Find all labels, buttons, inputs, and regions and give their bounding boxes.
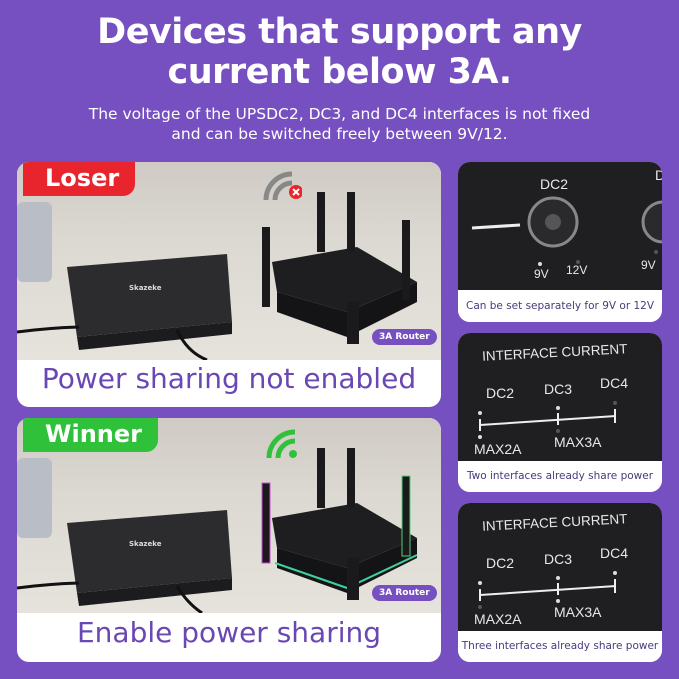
comparison-panel-winner: Skazeke Winner 3A Router Enable power sh…: [17, 418, 441, 662]
winner-badge: Winner: [23, 418, 158, 452]
subtitle-line-1: The voltage of the UPSDC2, DC3, and DC4 …: [88, 105, 591, 123]
ups-and-router-illustration: Skazeke: [17, 192, 417, 360]
port-label-dc2: DC2: [486, 555, 515, 571]
subtitle-line-2: and can be switched freely between 9V/12…: [171, 125, 508, 143]
port-label-dc2: DC2: [486, 385, 515, 401]
interface-current-panel-two: INTERFACE CURRENT DC2 DC3 DC4 MAX2A MAX3…: [458, 333, 662, 492]
panel-caption: Power sharing not enabled: [41, 362, 417, 395]
interface-current-closeup: INTERFACE CURRENT DC2 DC3 DC4 MAX2A MAX3…: [458, 333, 662, 461]
product-scene: Skazeke: [17, 418, 441, 613]
limit-label-max3a: MAX3A: [554, 434, 602, 450]
wifi-disconnected-icon: [262, 170, 302, 204]
limit-label-max3a: MAX3A: [554, 604, 602, 620]
port-label-dc4: DC4: [600, 375, 629, 391]
voltage-detail-panel: DC2 D 9V 12V 9V Can be set separately fo…: [458, 162, 662, 322]
port-label-partial: D: [655, 167, 662, 183]
ups-and-router-illustration: Skazeke: [17, 448, 418, 613]
port-label-dc4: DC4: [600, 545, 629, 561]
label-9v-right: 9V: [641, 258, 656, 272]
panel-caption: Three interfaces already share power: [458, 631, 662, 662]
interface-current-panel-three: INTERFACE CURRENT DC2 DC3 DC4 MAX2A MAX3…: [458, 503, 662, 662]
limit-label-max2a: MAX2A: [474, 441, 522, 457]
port-label-dc3: DC3: [544, 551, 573, 567]
panel-caption: Enable power sharing: [76, 616, 382, 649]
panel-caption: Can be set separately for 9V or 12V: [458, 290, 662, 322]
svg-text:Skazeke: Skazeke: [129, 284, 162, 292]
limit-label-max2a: MAX2A: [474, 611, 522, 627]
loser-badge: Loser: [23, 162, 136, 196]
label-12v: 12V: [566, 263, 588, 277]
dc-port-closeup: DC2 D 9V 12V 9V: [458, 162, 662, 290]
interface-current-closeup: INTERFACE CURRENT DC2 DC3 DC4 MAX2A MAX3…: [458, 503, 662, 631]
headline-line-2: current below 3A.: [167, 52, 513, 92]
panel-caption: Two interfaces already share power: [458, 461, 662, 492]
router-tag: 3A Router: [372, 329, 437, 345]
svg-text:Skazeke: Skazeke: [129, 540, 162, 548]
comparison-panel-loser: Skazeke Loser 3A Router Power sharing no…: [17, 162, 441, 407]
headline-line-1: Devices that support any: [97, 12, 582, 52]
product-scene: Skazeke: [17, 162, 441, 360]
port-label-dc2: DC2: [540, 176, 569, 192]
label-9v: 9V: [534, 267, 549, 281]
port-label-dc3: DC3: [544, 381, 573, 397]
router-tag: 3A Router: [372, 585, 437, 601]
wifi-connected-icon: [265, 428, 305, 462]
